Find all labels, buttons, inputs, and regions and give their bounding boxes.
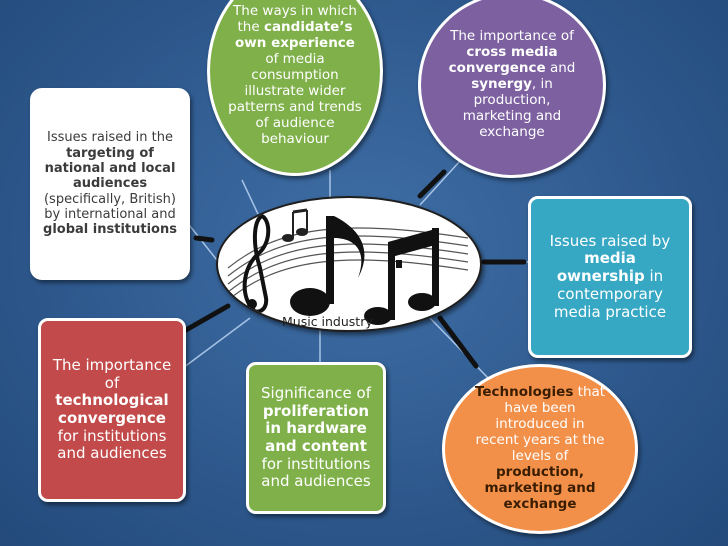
music-notes-icon <box>227 208 469 325</box>
node-candidate-experience: The ways in which the candidate’s own ex… <box>207 0 383 176</box>
node-technological-convergence: The importance of technological converge… <box>38 318 186 502</box>
music-industry-image <box>216 196 482 332</box>
center-label: Music industry <box>282 314 373 329</box>
node-proliferation: Significance of proliferation in hardwar… <box>246 362 386 514</box>
node-technologies: Technologies that have been introduced i… <box>442 364 638 534</box>
node-media-ownership: Issues raised by media ownership in cont… <box>528 196 692 358</box>
treble-clef-icon <box>242 213 271 314</box>
node-cross-media-convergence: The importance of cross media convergenc… <box>418 0 606 178</box>
node-targeting-audiences: Issues raised in the targeting of nation… <box>30 88 190 280</box>
